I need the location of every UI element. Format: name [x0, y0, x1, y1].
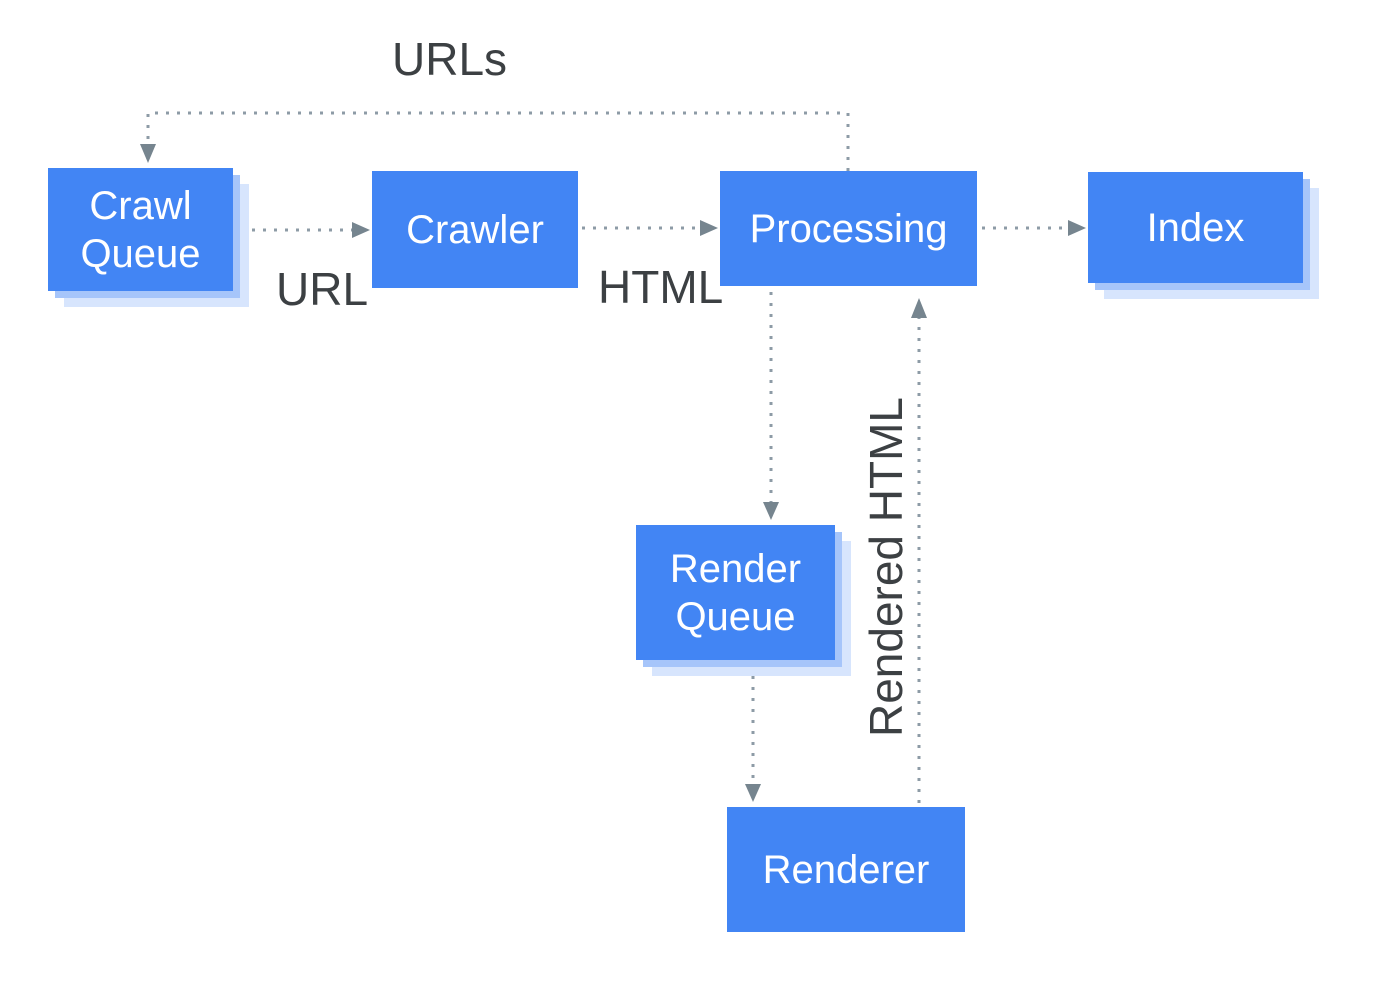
node-renderer: Renderer: [727, 807, 965, 932]
node-crawl-queue: Crawl Queue: [48, 168, 233, 291]
node-processing-label: Processing: [749, 206, 948, 251]
node-crawler: Crawler: [372, 171, 578, 288]
node-crawl-queue-label: Crawl Queue: [80, 183, 201, 276]
arrowhead-into-index: [1068, 220, 1086, 236]
arrowhead-into-renderer: [745, 784, 761, 802]
node-render-queue-label: Render Queue: [669, 546, 802, 639]
edge-label-urls: URLs: [392, 33, 508, 85]
edge-label-rendered-html: Rendered HTML: [860, 396, 912, 738]
edge-label-url: URL: [276, 263, 369, 315]
arrowhead-into-crawl-queue: [140, 144, 156, 163]
edge-label-html: HTML: [598, 261, 724, 313]
node-index: Index: [1088, 172, 1303, 283]
arrowhead-into-crawler: [352, 222, 370, 238]
arrowhead-up-into-processing: [911, 298, 927, 318]
arrowhead-into-render-queue: [763, 502, 779, 520]
node-render-queue: Render Queue: [636, 525, 835, 660]
node-processing: Processing: [720, 171, 977, 286]
node-renderer-label: Renderer: [762, 847, 930, 892]
node-crawler-label: Crawler: [406, 207, 544, 252]
arrowhead-into-processing: [700, 220, 718, 236]
connector-processing-to-crawl-queue: [146, 111, 850, 171]
node-index-label: Index: [1146, 205, 1245, 250]
